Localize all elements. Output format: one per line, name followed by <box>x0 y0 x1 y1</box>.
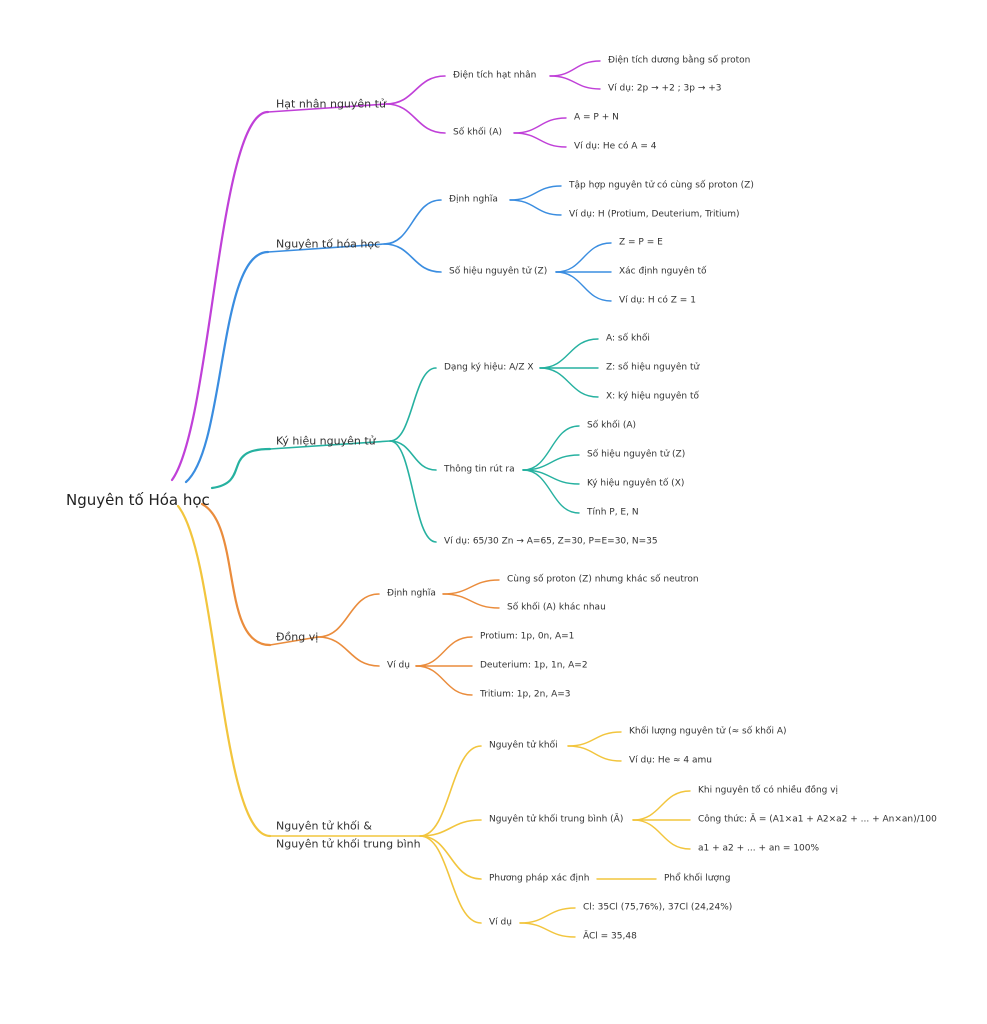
leaf-connector-2-1-3 <box>522 469 580 514</box>
leaf-label: Ví dụ: He ≈ 4 amu <box>629 755 712 766</box>
leaf-label: Z = P = E <box>619 237 663 248</box>
branch-connector-3 <box>200 502 272 647</box>
leaf-connector-0-0-0 <box>549 60 601 77</box>
branch-label: Nguyên tử khối & <box>276 819 372 833</box>
leaf-label: Ví dụ: H có Z = 1 <box>619 295 696 306</box>
sub-connector-2-2 <box>389 440 437 543</box>
leaf-label: Ví dụ: 2p → +2 ; 3p → +3 <box>608 83 722 94</box>
subtopic-label: Nguyên tử khối <box>489 740 558 751</box>
leaf-connector-4-0-0 <box>567 731 622 747</box>
subtopic-label: Thông tin rút ra <box>444 464 515 475</box>
sub-connector-0-1 <box>385 103 446 134</box>
branch-underline-0 <box>267 103 387 113</box>
branch-connector-4 <box>176 504 272 838</box>
leaf-label: Công thức: Ā = (A1×a1 + A2×a2 + ... + An… <box>698 814 937 825</box>
branch-underline-2 <box>269 440 391 450</box>
sub-connector-2-1 <box>389 440 437 471</box>
leaf-label: Điện tích dương bằng số proton <box>608 55 751 66</box>
leaf-label: X: ký hiệu nguyên tố <box>606 391 700 402</box>
subtopic-label: Số khối (A) <box>453 127 503 138</box>
leaf-label: ĀCl = 35,48 <box>583 931 637 942</box>
subtopic-label: Định nghĩa <box>449 194 498 205</box>
sub-connector-2-0 <box>389 367 437 442</box>
leaf-label: A: số khối <box>606 333 650 344</box>
sub-connector-1-1 <box>383 243 442 273</box>
leaf-connector-4-1-2 <box>632 819 691 850</box>
leaf-label: Phổ khối lượng <box>664 873 731 884</box>
leaf-label: Ký hiệu nguyên tố (X) <box>587 478 685 489</box>
leaf-label: Số hiệu nguyên tử (Z) <box>587 449 686 460</box>
leaf-connector-2-1-1 <box>522 454 580 471</box>
leaf-label: a1 + a2 + ... + an = 100% <box>698 843 820 854</box>
leaf-label: Cùng số proton (Z) nhưng khác số neutron <box>507 574 699 585</box>
root-topic: Nguyên tố Hóa học <box>66 491 210 509</box>
leaf-connector-1-1-2 <box>555 271 612 302</box>
sub-connector-4-2 <box>419 835 482 880</box>
leaf-label: Ví dụ: He có A = 4 <box>574 141 657 152</box>
leaf-connector-0-0-1 <box>549 75 601 90</box>
leaf-connector-3-1-0 <box>415 636 473 667</box>
leaf-connector-0-1-1 <box>513 132 567 148</box>
subtopic-label: Ví dụ <box>387 660 410 671</box>
sub-connector-3-0 <box>317 593 380 638</box>
sub-connector-3-1 <box>317 636 380 667</box>
branch-label: Hạt nhân nguyên tử <box>276 97 386 111</box>
subtopic-label: Số hiệu nguyên tử (Z) <box>449 266 548 277</box>
leaf-label: Deuterium: 1p, 1n, A=2 <box>480 660 588 671</box>
leaf-label: A = P + N <box>574 112 619 123</box>
subtopic-label: Định nghĩa <box>387 588 436 599</box>
leaf-connector-4-3-0 <box>519 907 576 924</box>
subtopic-label: Dạng ký hiệu: A/Z X <box>444 362 534 373</box>
leaf-connector-1-0-0 <box>509 185 562 201</box>
leaf-label: Khi nguyên tố có nhiều đồng vị <box>698 785 839 796</box>
leaf-label: Protium: 1p, 0n, A=1 <box>480 631 575 642</box>
leaf-connector-2-0-2 <box>539 367 599 398</box>
leaf-connector-4-3-1 <box>519 922 576 938</box>
branch-label: Nguyên tố hóa học <box>276 237 381 251</box>
leaf-connector-3-0-0 <box>442 579 500 595</box>
leaf-label: Số khối (A) <box>587 420 637 431</box>
subtopic-label: Ví dụ: 65/30 Zn → A=65, Z=30, P=E=30, N=… <box>444 536 658 547</box>
branch-connector-1 <box>184 250 270 484</box>
sub-connector-1-0 <box>383 199 442 245</box>
leaf-label: Số khối (A) khác nhau <box>507 602 606 613</box>
leaf-connector-2-1-0 <box>522 425 580 471</box>
leaf-connector-1-1-0 <box>555 242 612 273</box>
subtopic-label: Ví dụ <box>489 917 512 928</box>
leaf-label: Z: số hiệu nguyên tử <box>606 362 700 373</box>
branch-underline-1 <box>267 243 385 253</box>
leaf-label: Xác định nguyên tố <box>619 266 707 277</box>
branch-underline-3 <box>269 636 319 646</box>
branch-connector-2 <box>210 447 272 490</box>
sub-connector-0-0 <box>385 75 446 105</box>
leaf-connector-4-0-1 <box>567 745 622 762</box>
branch-label: Ký hiệu nguyên tử <box>276 434 376 448</box>
leaf-label: Tập hợp nguyên tử có cùng số proton (Z) <box>569 180 754 191</box>
leaf-connector-4-1-0 <box>632 790 691 821</box>
leaf-label: Ví dụ: H (Protium, Deuterium, Tritium) <box>569 209 740 220</box>
leaf-label: Cl: 35Cl (75,76%), 37Cl (24,24%) <box>583 902 733 913</box>
subtopic-label: Phương pháp xác định <box>489 873 590 884</box>
leaf-label: Tính P, E, N <box>587 507 639 518</box>
leaf-connector-3-1-2 <box>415 665 473 696</box>
leaf-connector-2-0-0 <box>539 338 599 369</box>
leaf-connector-3-0-1 <box>442 593 500 609</box>
subtopic-label: Điện tích hạt nhân <box>453 70 537 81</box>
sub-connector-4-0 <box>419 745 482 837</box>
branch-label-line2: Nguyên tử khối trung bình <box>276 837 421 851</box>
sub-connector-4-1 <box>419 819 482 837</box>
branch-label: Đồng vị <box>276 630 319 644</box>
sub-connector-4-3 <box>419 835 482 924</box>
subtopic-label: Nguyên tử khối trung bình (Ā) <box>489 814 624 825</box>
leaf-connector-1-0-1 <box>509 199 562 216</box>
leaf-label: Tritium: 1p, 2n, A=3 <box>480 689 571 700</box>
leaf-connector-0-1-0 <box>513 117 567 134</box>
branch-connector-0 <box>170 110 270 482</box>
leaf-label: Khối lượng nguyên tử (≈ số khối A) <box>629 726 787 737</box>
